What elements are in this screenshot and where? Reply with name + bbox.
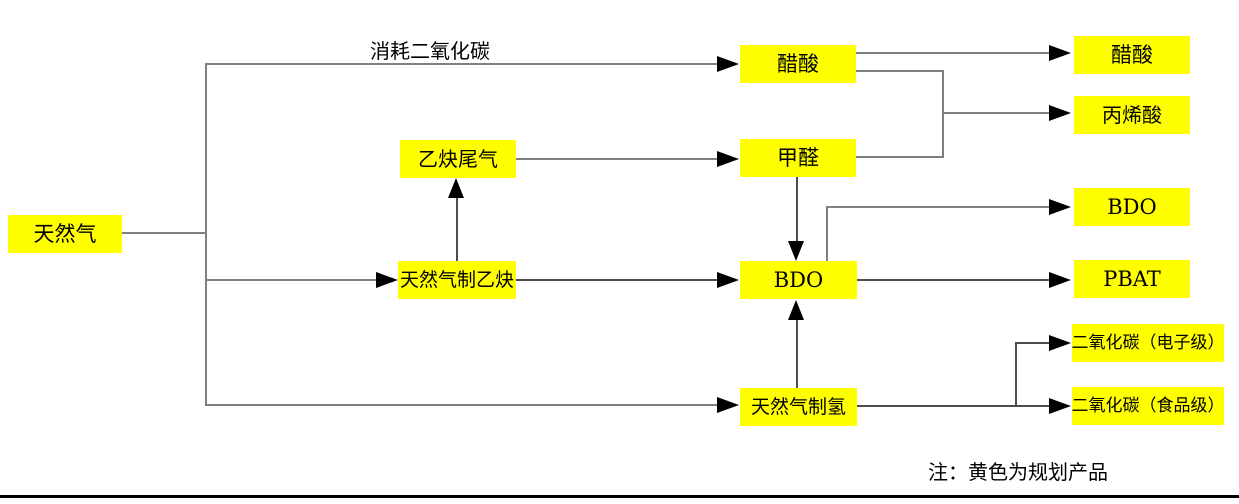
- arrow-into-acetylene-icon: [376, 272, 398, 288]
- connector-trunk-to-acetylene: [206, 279, 377, 281]
- arrow-into-acrylic-product-icon: [1049, 105, 1071, 121]
- arrow-into-pbat-product-icon: [1049, 272, 1071, 288]
- node-bdo: BDO: [740, 261, 857, 299]
- connector-trunk-vertical: [205, 64, 207, 406]
- node-acetylene-tail-gas: 乙炔尾气: [400, 140, 516, 178]
- connector-acetylene-to-tailgas: [456, 196, 458, 262]
- arrow-into-acetic-icon: [717, 56, 739, 72]
- connector-hydrogen-to-co2-food: [857, 405, 1049, 407]
- arrow-into-bdo-top-icon: [788, 241, 804, 261]
- arrow-into-acetic-product-icon: [1049, 45, 1071, 61]
- node-ng-to-acetylene: 天然气制乙炔: [398, 261, 516, 299]
- connector-trunk-to-acetic: [205, 63, 717, 65]
- node-natural-gas: 天然气: [8, 215, 122, 253]
- connector-hydrogen-to-bdo: [796, 320, 798, 388]
- connector-to-acrylic-product: [943, 112, 1049, 114]
- product-co2-electronic: 二氧化碳（电子级）: [1072, 324, 1225, 362]
- product-co2-food: 二氧化碳（食品级）: [1072, 387, 1225, 425]
- arrow-into-formaldehyde-icon: [717, 151, 739, 167]
- connector-co2-junction: [1015, 343, 1017, 406]
- connector-bdo-to-pbat: [857, 279, 1049, 281]
- arrow-into-co2-food-icon: [1049, 398, 1071, 414]
- arrow-into-co2-electronic-icon: [1049, 335, 1071, 351]
- connector-formaldehyde-branch: [856, 156, 944, 158]
- consume-co2-label: 消耗二氧化碳: [370, 39, 490, 63]
- arrow-into-bdo-product-icon: [1049, 199, 1071, 215]
- connector-trunk-to-hydrogen: [206, 404, 717, 406]
- node-ng-to-hydrogen: 天然气制氢: [740, 388, 857, 426]
- arrow-into-hydrogen-icon: [717, 397, 739, 413]
- connector-bdo-to-bdo-product: [826, 206, 1050, 208]
- connector-acetic-to-acetic-product: [856, 52, 1050, 54]
- arrow-into-bdo-bottom-icon: [788, 300, 804, 320]
- node-formaldehyde: 甲醛: [740, 139, 856, 177]
- arrow-into-tailgas-icon: [448, 178, 464, 198]
- connector-formaldehyde-to-bdo: [796, 177, 798, 241]
- connector-tailgas-to-formaldehyde: [516, 158, 717, 160]
- connector-naturalgas-trunk: [122, 232, 206, 234]
- connector-acetylene-to-bdo: [516, 279, 717, 281]
- node-acetic-acid: 醋酸: [740, 45, 856, 83]
- product-acetic-acid: 醋酸: [1074, 36, 1190, 74]
- product-bdo: BDO: [1074, 188, 1190, 226]
- connector-acrylic-junction: [942, 70, 944, 158]
- connector-to-co2-electronic: [1015, 342, 1049, 344]
- connector-bdo-up: [826, 206, 828, 262]
- arrow-into-bdo-left-icon: [717, 272, 739, 288]
- product-acrylic-acid: 丙烯酸: [1074, 96, 1190, 134]
- connector-acetic-branch: [856, 70, 944, 72]
- bottom-divider: [0, 495, 1239, 498]
- note-label: 注：黄色为规划产品: [928, 460, 1108, 484]
- product-pbat: PBAT: [1074, 260, 1190, 298]
